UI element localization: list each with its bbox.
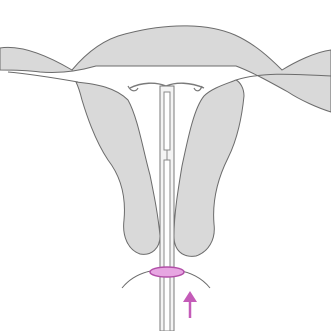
arrow-up-icon [183,291,197,318]
flange-ring [150,267,184,277]
plunger-rod [164,160,170,331]
left-tube-outline [8,72,78,82]
uterus-right-wall [174,80,244,256]
iud-stem [164,92,170,150]
uterus-left-wall [76,82,160,254]
